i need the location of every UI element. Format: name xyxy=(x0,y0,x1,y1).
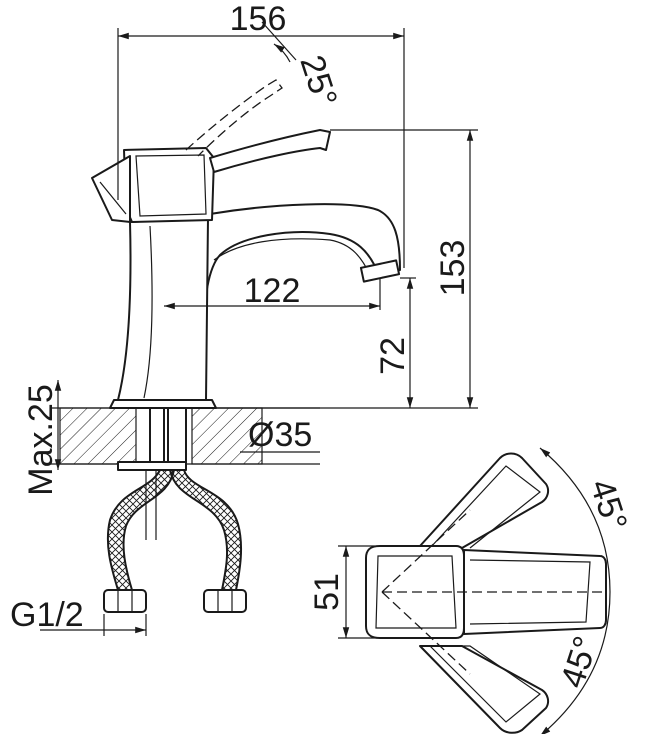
supply-hose-right xyxy=(168,469,243,591)
lever-handle xyxy=(209,129,331,173)
side-view: 156 25° 153 122 72 Ø35 Max.25 G1/2 xyxy=(10,0,478,636)
top-view-dimensions xyxy=(338,545,380,639)
top-view-body xyxy=(365,509,607,675)
spout-height-label: 72 xyxy=(374,337,412,375)
lever-raised-outline xyxy=(185,79,283,157)
hose-nut-right xyxy=(203,589,247,613)
rotation-lower-label: 45° xyxy=(553,632,605,693)
overall-length-label: 156 xyxy=(230,0,287,38)
thread-size-label: G1/2 xyxy=(10,596,84,634)
rotation-upper-label: 45° xyxy=(582,475,634,536)
base-flange xyxy=(109,399,217,409)
hose-nut-left xyxy=(103,589,147,613)
max-thickness-label: Max.25 xyxy=(22,384,60,496)
rear-cap xyxy=(91,155,131,223)
supply-hose-left xyxy=(106,469,176,591)
body-column xyxy=(117,217,209,401)
handle-rotated-lower xyxy=(419,645,550,734)
lever-angle-label: 25° xyxy=(292,51,344,112)
spout-reach-label: 122 xyxy=(244,272,301,310)
mounting-hardware xyxy=(103,407,247,613)
base-diameter-label: Ø35 xyxy=(248,416,312,454)
rotation-arc xyxy=(539,447,611,734)
total-height-label: 153 xyxy=(434,240,472,297)
handle-width-label: 51 xyxy=(308,573,346,611)
handle-rotated-upper xyxy=(419,452,550,549)
top-view: 51 45° 45° xyxy=(308,447,634,734)
aerator xyxy=(359,259,401,283)
side-view-dimensions xyxy=(40,21,478,636)
faucet-body xyxy=(91,79,401,409)
